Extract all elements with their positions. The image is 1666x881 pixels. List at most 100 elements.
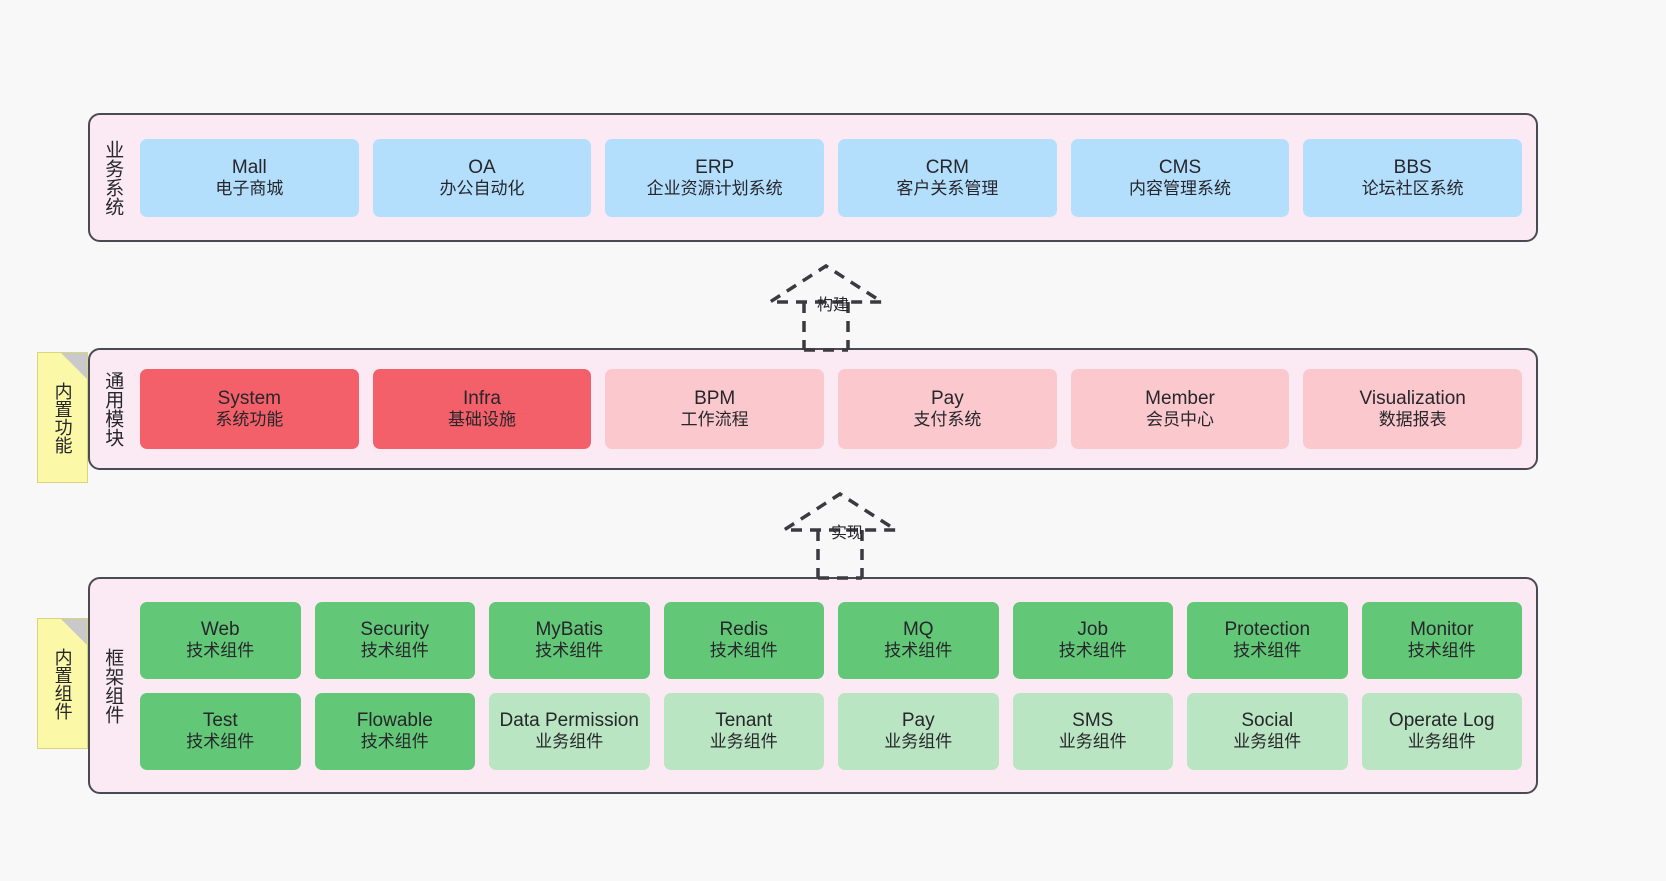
card-pay-module-en: Pay xyxy=(930,388,964,410)
card-pay-module[interactable]: Pay 支付系统 xyxy=(838,369,1057,449)
layer-business-system-body: Mall 电子商城 OA 办公自动化 ERP 企业资源计划系统 CRM 客户关系… xyxy=(134,115,1536,240)
card-visualization[interactable]: Visualization 数据报表 xyxy=(1303,369,1523,449)
card-job-cn: 技术组件 xyxy=(1058,641,1127,661)
card-mall-en: Mall xyxy=(231,156,267,178)
card-monitor[interactable]: Monitor 技术组件 xyxy=(1361,601,1522,679)
card-test-cn: 技术组件 xyxy=(186,732,255,752)
card-member[interactable]: Member 会员中心 xyxy=(1070,369,1290,449)
card-operate-log[interactable]: Operate Log 业务组件 xyxy=(1361,692,1522,770)
card-pay-component-en: Pay xyxy=(901,710,935,732)
note-builtin-component-label: 内置组件 xyxy=(52,647,73,720)
card-protection[interactable]: Protection 技术组件 xyxy=(1187,601,1348,679)
card-operate-log-cn: 业务组件 xyxy=(1407,732,1476,752)
card-monitor-cn: 技术组件 xyxy=(1407,641,1476,661)
card-mall[interactable]: Mall 电子商城 xyxy=(140,138,359,217)
card-system-en: System xyxy=(217,388,282,410)
framework-component-row-1: Web 技术组件 Security 技术组件 MyBatis 技术组件 Redi… xyxy=(140,601,1522,679)
card-oa-en: OA xyxy=(468,156,496,178)
card-pay-component-cn: 业务组件 xyxy=(884,732,953,752)
card-infra-cn: 基础设施 xyxy=(448,410,516,430)
card-tenant[interactable]: Tenant 业务组件 xyxy=(663,692,824,770)
card-cms[interactable]: CMS 内容管理系统 xyxy=(1070,138,1290,217)
card-flowable[interactable]: Flowable 技术组件 xyxy=(314,692,475,770)
note-builtin-feature: 内置功能 xyxy=(37,352,88,483)
connector-implement-label: 实现 xyxy=(831,525,864,542)
card-sms-cn: 业务组件 xyxy=(1058,732,1127,752)
layer-framework-component-body: Web 技术组件 Security 技术组件 MyBatis 技术组件 Redi… xyxy=(134,579,1536,792)
card-bbs-cn: 论坛社区系统 xyxy=(1361,178,1464,198)
implement-arrowhead xyxy=(778,491,902,532)
note-fold-icon xyxy=(61,619,87,645)
card-protection-en: Protection xyxy=(1224,619,1311,641)
card-crm[interactable]: CRM 客户关系管理 xyxy=(838,138,1057,217)
card-security-cn: 技术组件 xyxy=(360,641,429,661)
card-mybatis-en: MyBatis xyxy=(535,619,604,641)
card-redis-en: Redis xyxy=(719,619,769,641)
card-oa-cn: 办公自动化 xyxy=(439,178,525,198)
card-social-cn: 业务组件 xyxy=(1233,732,1302,752)
card-crm-cn: 客户关系管理 xyxy=(896,178,999,198)
card-mybatis[interactable]: MyBatis 技术组件 xyxy=(489,601,650,679)
card-member-cn: 会员中心 xyxy=(1146,410,1215,430)
card-monitor-en: Monitor xyxy=(1410,619,1474,641)
card-security-en: Security xyxy=(360,619,430,641)
card-system[interactable]: System 系统功能 xyxy=(140,369,359,449)
card-web[interactable]: Web 技术组件 xyxy=(140,601,301,679)
card-bpm[interactable]: BPM 工作流程 xyxy=(605,369,825,449)
layer-common-module-title: 通用模块 xyxy=(102,371,124,447)
card-redis[interactable]: Redis 技术组件 xyxy=(663,601,824,679)
card-bpm-cn: 工作流程 xyxy=(680,410,749,430)
card-job-en: Job xyxy=(1077,619,1109,641)
card-test[interactable]: Test 技术组件 xyxy=(140,692,301,770)
card-data-permission-en: Data Permission xyxy=(499,710,639,732)
card-flowable-en: Flowable xyxy=(356,710,433,732)
card-sms-en: SMS xyxy=(1072,710,1114,732)
card-operate-log-en: Operate Log xyxy=(1388,710,1495,732)
card-oa[interactable]: OA 办公自动化 xyxy=(372,138,592,217)
card-erp-cn: 企业资源计划系统 xyxy=(646,178,783,198)
note-builtin-feature-label: 内置功能 xyxy=(52,381,73,454)
card-cms-en: CMS xyxy=(1158,156,1202,178)
card-infra[interactable]: Infra 基础设施 xyxy=(372,369,592,449)
card-web-en: Web xyxy=(200,619,240,641)
connector-build: 构建 xyxy=(752,262,912,352)
card-erp[interactable]: ERP 企业资源计划系统 xyxy=(605,138,825,217)
layer-business-system-title: 业务系统 xyxy=(102,139,124,216)
card-mq[interactable]: MQ 技术组件 xyxy=(838,601,999,679)
card-bpm-en: BPM xyxy=(694,388,736,410)
card-job[interactable]: Job 技术组件 xyxy=(1012,601,1173,679)
card-erp-en: ERP xyxy=(695,156,735,178)
build-arrowhead xyxy=(764,263,888,304)
card-mq-cn: 技术组件 xyxy=(884,641,953,661)
card-protection-cn: 技术组件 xyxy=(1233,641,1302,661)
common-module-row: System 系统功能 Infra 基础设施 BPM 工作流程 Pay 支付系统… xyxy=(140,369,1523,449)
card-pay-module-cn: 支付系统 xyxy=(913,410,982,430)
card-data-permission-cn: 业务组件 xyxy=(535,732,604,752)
card-web-cn: 技术组件 xyxy=(186,641,255,661)
card-system-cn: 系统功能 xyxy=(215,410,284,430)
card-tenant-en: Tenant xyxy=(715,710,773,732)
card-social[interactable]: Social 业务组件 xyxy=(1187,692,1348,770)
card-bbs[interactable]: BBS 论坛社区系统 xyxy=(1303,138,1523,217)
card-mall-cn: 电子商城 xyxy=(215,178,284,198)
card-data-permission[interactable]: Data Permission 业务组件 xyxy=(489,692,650,770)
card-cms-cn: 内容管理系统 xyxy=(1129,178,1232,198)
card-sms[interactable]: SMS 业务组件 xyxy=(1012,692,1173,770)
card-member-en: Member xyxy=(1145,388,1215,410)
connector-build-label: 构建 xyxy=(817,297,850,314)
card-mybatis-cn: 技术组件 xyxy=(535,641,604,661)
card-visualization-cn: 数据报表 xyxy=(1378,410,1447,430)
card-infra-en: Infra xyxy=(462,388,502,410)
note-fold-icon xyxy=(61,353,87,379)
card-redis-cn: 技术组件 xyxy=(709,641,778,661)
card-pay-component[interactable]: Pay 业务组件 xyxy=(838,692,999,770)
layer-business-system: 业务系统 Mall 电子商城 OA 办公自动化 ERP 企业资源计划系统 CRM… xyxy=(88,113,1538,242)
note-builtin-component: 内置组件 xyxy=(37,618,88,749)
card-visualization-en: Visualization xyxy=(1359,388,1466,410)
card-test-en: Test xyxy=(202,710,238,732)
layer-common-module-body: System 系统功能 Infra 基础设施 BPM 工作流程 Pay 支付系统… xyxy=(134,350,1536,468)
card-security[interactable]: Security 技术组件 xyxy=(314,601,475,679)
card-mq-en: MQ xyxy=(902,619,934,641)
layer-framework-component-title: 框架组件 xyxy=(102,647,124,724)
